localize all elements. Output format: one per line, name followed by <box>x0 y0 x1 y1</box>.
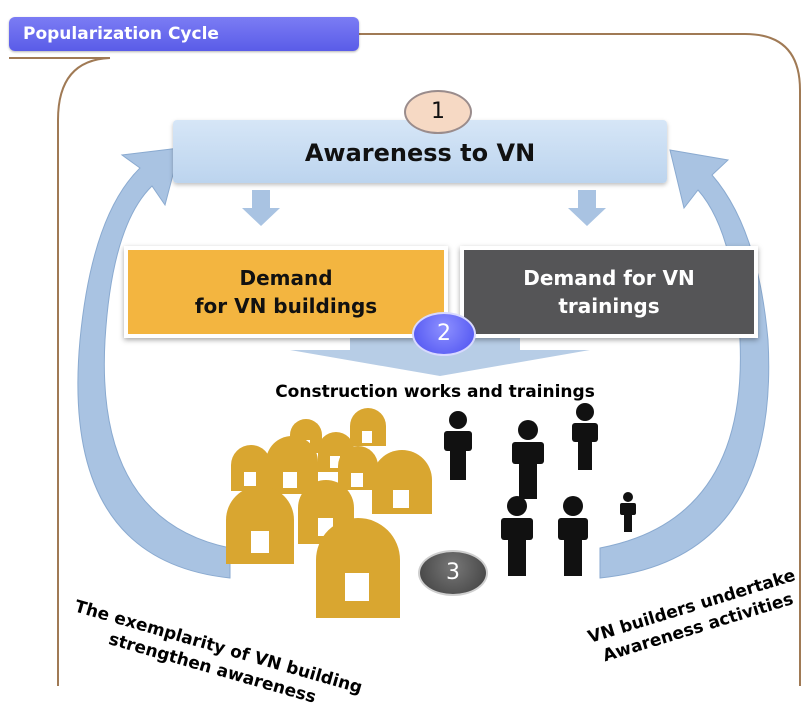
person-icon <box>620 492 636 532</box>
house-icon <box>316 518 400 618</box>
house-icon <box>266 436 318 494</box>
down-arrow-right-icon <box>568 190 606 226</box>
house-icon <box>350 408 386 446</box>
person-icon <box>512 420 544 499</box>
house-icon <box>231 445 271 491</box>
left-curved-arrow-icon <box>77 147 231 579</box>
person-icon <box>572 403 598 470</box>
construction-label: Construction works and trainings <box>275 382 595 402</box>
step-1-badge: 1 <box>404 90 472 134</box>
person-icon <box>558 496 588 576</box>
step-3-badge: 3 <box>418 550 488 596</box>
person-icon <box>501 496 533 576</box>
house-icon <box>372 450 432 514</box>
diagram-graphics <box>9 33 801 686</box>
right-curved-arrow-icon <box>599 149 770 579</box>
house-icon <box>226 486 294 564</box>
demand-buildings-box: Demand for VN buildings <box>124 246 448 338</box>
people-icon <box>444 403 636 576</box>
down-arrow-left-icon <box>242 190 280 226</box>
demand-trainings-line1: Demand for VN <box>523 266 695 290</box>
cycle-frame <box>9 33 801 686</box>
demand-trainings-line2: trainings <box>558 294 660 318</box>
demand-trainings-box: Demand for VN trainings <box>460 246 758 338</box>
step-2-badge: 2 <box>412 312 476 356</box>
houses-icon <box>226 408 432 618</box>
demand-buildings-line2: for VN buildings <box>194 294 378 318</box>
demand-buildings-line1: Demand <box>239 266 333 290</box>
person-icon <box>444 411 472 480</box>
title-tag: Popularization Cycle <box>9 17 359 51</box>
house-icon <box>338 446 378 490</box>
